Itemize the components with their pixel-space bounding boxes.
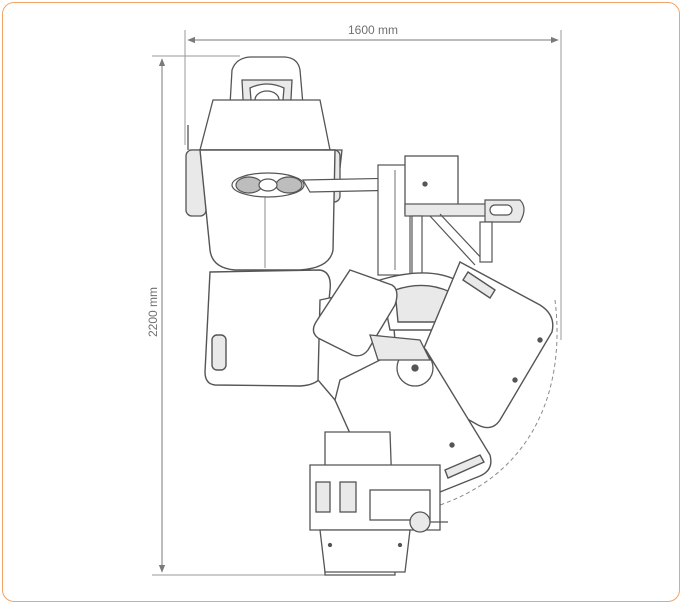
operating-light [231, 172, 305, 198]
swing-arc [439, 299, 558, 506]
backrest [199, 149, 336, 271]
width-dimension: 1600 mm [184, 23, 562, 340]
leg-rest-left [312, 269, 398, 357]
width-dimension-label: 1600 mm [348, 23, 398, 37]
chair-base [309, 431, 448, 576]
pivot-joint [369, 334, 434, 387]
left-armrest [204, 269, 331, 387]
height-dimension-label: 2200 mm [146, 287, 160, 337]
height-dimension: 2200 mm [146, 55, 330, 576]
assistant-arm [404, 199, 525, 277]
